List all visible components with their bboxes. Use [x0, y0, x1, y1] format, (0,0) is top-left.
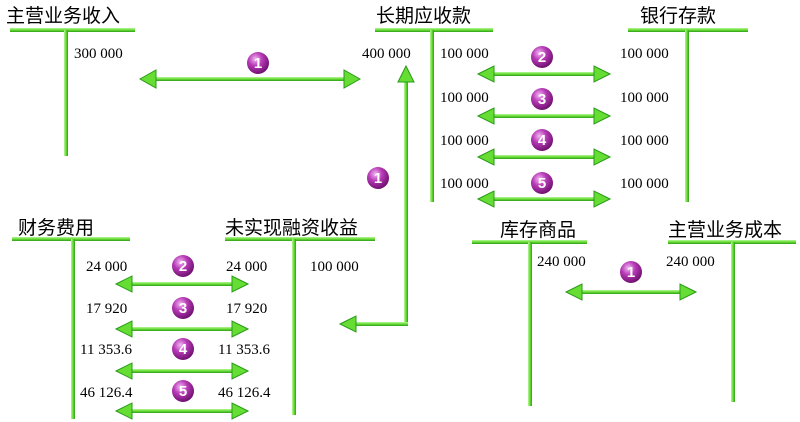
- amount-finance-expense-debit: 17 920: [86, 301, 127, 317]
- svg-text:1: 1: [254, 55, 262, 72]
- double-arrow: [138, 69, 362, 89]
- amount-finance-expense-debit: 11 353.6: [80, 342, 132, 358]
- account-title-bank: 银行存款: [640, 5, 716, 27]
- t-account-stem: [64, 30, 68, 156]
- amount-main-cost-debit: 240 000: [666, 254, 715, 270]
- t-account-stem: [685, 30, 689, 202]
- step-badge-2: 2: [172, 255, 194, 277]
- amount-long-receivable-credit: 100 000: [440, 176, 489, 192]
- svg-text:1: 1: [374, 170, 382, 187]
- amount-long-receivable-debit: 400 000: [362, 46, 411, 62]
- double-arrow: [476, 107, 612, 125]
- svg-text:2: 2: [179, 258, 187, 275]
- step-badge-3: 3: [531, 88, 553, 110]
- svg-text:4: 4: [179, 341, 188, 358]
- amount-unrealized-income-credit: 100 000: [310, 259, 359, 275]
- elbow-arrow: [338, 64, 415, 333]
- step-badge-4: 4: [531, 129, 553, 151]
- step-badge-5: 5: [172, 380, 194, 402]
- amount-unrealized-income-debit: 46 126.4: [218, 385, 271, 401]
- step-badge-1: 1: [620, 261, 642, 283]
- t-account-bar: [10, 28, 135, 32]
- double-arrow: [114, 362, 250, 380]
- t-account-stem: [292, 239, 296, 415]
- amount-bank-debit: 100 000: [620, 46, 669, 62]
- step-badge-2: 2: [531, 46, 553, 68]
- amount-unrealized-income-debit: 11 353.6: [218, 342, 270, 358]
- account-title-unrealized-income: 未实现融资收益: [225, 217, 358, 239]
- step-badge-1: 1: [367, 167, 389, 189]
- step-badge-3: 3: [172, 297, 194, 319]
- t-account-stem: [430, 30, 434, 202]
- double-arrow: [114, 320, 250, 338]
- double-arrow: [114, 275, 250, 293]
- svg-text:5: 5: [179, 383, 187, 400]
- account-title-inventory: 库存商品: [500, 219, 576, 241]
- step-badge-5: 5: [531, 172, 553, 194]
- amount-inventory-credit: 240 000: [537, 254, 586, 270]
- step-badge-4: 4: [172, 338, 194, 360]
- amount-long-receivable-credit: 100 000: [440, 90, 489, 106]
- double-arrow: [476, 190, 612, 208]
- account-title-long-receivable: 长期应收款: [376, 5, 471, 27]
- account-title-finance-expense: 财务费用: [18, 217, 94, 239]
- t-account-stem: [71, 239, 75, 419]
- amount-unrealized-income-debit: 17 920: [226, 301, 267, 317]
- amount-finance-expense-debit: 24 000: [86, 259, 127, 275]
- t-account-stem: [731, 242, 735, 402]
- svg-text:2: 2: [538, 49, 546, 66]
- svg-text:3: 3: [179, 300, 187, 317]
- t-account-bar: [225, 237, 375, 241]
- t-account-stem: [528, 242, 532, 406]
- account-title-main-cost: 主营业务成本: [668, 219, 782, 241]
- amount-bank-debit: 100 000: [620, 90, 669, 106]
- svg-text:1: 1: [627, 264, 635, 281]
- double-arrow: [476, 148, 612, 166]
- amount-main-revenue-credit: 300 000: [74, 46, 123, 62]
- double-arrow: [564, 283, 698, 301]
- double-arrow: [114, 402, 250, 420]
- svg-text:5: 5: [538, 175, 546, 192]
- amount-bank-debit: 100 000: [620, 176, 669, 192]
- amount-long-receivable-credit: 100 000: [440, 46, 489, 62]
- svg-text:3: 3: [538, 91, 546, 108]
- amount-bank-debit: 100 000: [620, 133, 669, 149]
- double-arrow: [476, 65, 612, 83]
- amount-unrealized-income-debit: 24 000: [226, 259, 267, 275]
- account-title-main-revenue: 主营业务收入: [6, 5, 120, 27]
- amount-long-receivable-credit: 100 000: [440, 133, 489, 149]
- svg-text:4: 4: [538, 132, 547, 149]
- amount-finance-expense-debit: 46 126.4: [80, 385, 133, 401]
- step-badge-1: 1: [247, 52, 269, 74]
